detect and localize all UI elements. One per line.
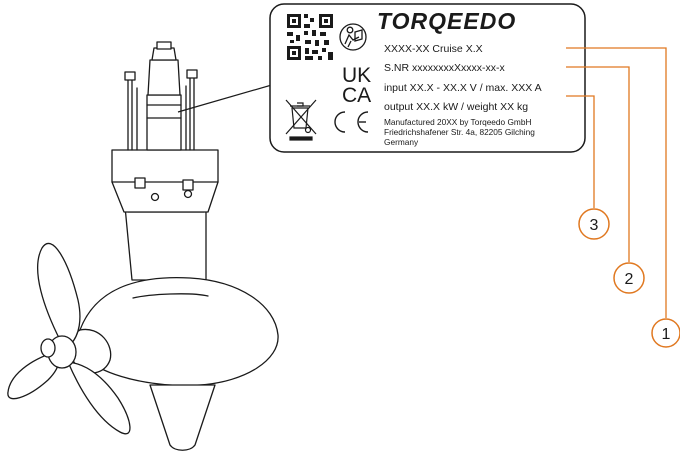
propeller-hub-cap xyxy=(40,338,56,358)
manufacturer-line-1: Manufactured 20XX by Torqeedo GmbH xyxy=(384,117,531,127)
callout-badge-3: 3 xyxy=(578,208,610,240)
collar-hole-right xyxy=(183,189,193,199)
collar-screw-left xyxy=(134,177,146,189)
motor-pod xyxy=(79,276,279,387)
manufacturer-line-3: Germany xyxy=(384,137,419,147)
manual-read-icon xyxy=(339,23,367,51)
svg-text:2: 2 xyxy=(625,271,634,288)
mounting-collar xyxy=(111,149,219,213)
ukca-bottom: CA xyxy=(342,84,371,107)
svg-text:3: 3 xyxy=(590,217,599,234)
motor-skeg xyxy=(149,384,216,451)
type-plate: TORQEEDO XXXX-XX Cruise X.X S.NR xxxxxxx… xyxy=(269,3,586,153)
model-line: XXXX-XX Cruise X.X xyxy=(384,43,483,55)
svg-text:1: 1 xyxy=(662,326,671,343)
connector-cap-top xyxy=(151,47,177,61)
ukca-mark-icon: UK CA xyxy=(342,64,371,107)
output-line: output XX.X kW / weight XX kg xyxy=(384,101,528,113)
callout-line-3 xyxy=(566,95,595,208)
motor-pod-seam xyxy=(132,293,209,299)
connector-cap xyxy=(147,59,181,96)
callout-lines xyxy=(566,47,667,318)
ce-mark-icon xyxy=(334,111,369,133)
callout-badge-1: 1 xyxy=(651,318,680,348)
serial-line: S.NR xxxxxxxxXxxxx-xx-x xyxy=(384,62,506,74)
rod-2-nut xyxy=(186,69,198,79)
connector-nut xyxy=(156,41,172,50)
manufacturer-line-2: Friedrichshafener Str. 4a, 82205 Gilchin… xyxy=(384,127,535,137)
weee-bin-icon xyxy=(285,99,317,141)
connector-post-rings xyxy=(146,104,182,119)
brand-logo: TORQEEDO xyxy=(377,8,516,34)
propeller-blade-bottom xyxy=(67,361,131,435)
rod-1-nut xyxy=(124,71,136,81)
collar-screw-right xyxy=(182,179,194,191)
ukca-top: UK xyxy=(342,64,371,87)
collar-hole-left xyxy=(150,192,160,202)
input-line: input XX.X - XX.X V / max. XXX A xyxy=(384,82,542,94)
motor-illustration xyxy=(7,41,279,451)
callout-line-2 xyxy=(566,66,630,262)
connector-post xyxy=(146,94,182,151)
qr-code-icon xyxy=(287,14,333,60)
callout-badge-2: 2 xyxy=(613,262,645,294)
propeller-blade-top xyxy=(37,242,81,346)
callout-line-1 xyxy=(566,47,667,318)
label-pointer-line xyxy=(177,81,283,113)
